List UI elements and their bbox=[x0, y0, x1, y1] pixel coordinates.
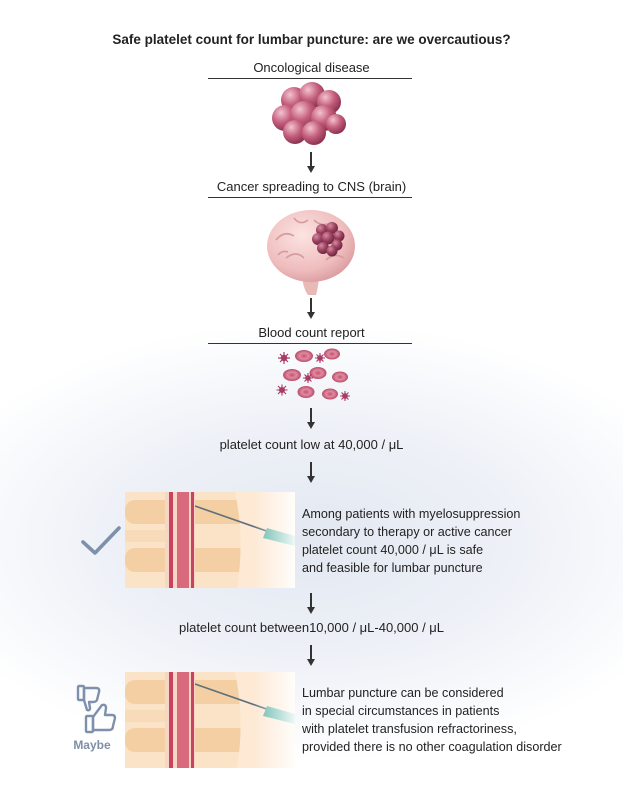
spine-lumbar-puncture-icon-safe bbox=[125, 492, 295, 588]
safe-line-3: platelet count 40,000 / μL is safe bbox=[302, 543, 484, 557]
maybe-label: Maybe bbox=[73, 738, 111, 752]
divider-disease bbox=[208, 78, 412, 79]
divider-report bbox=[208, 343, 412, 344]
step-blood-count-report: Blood count report bbox=[258, 325, 365, 340]
safe-line-1: Among patients with myelosuppression bbox=[302, 507, 521, 521]
blood-cells-icon bbox=[276, 348, 350, 401]
cancer-cells-cluster-icon bbox=[272, 82, 346, 145]
safe-line-2: secondary to therapy or active cancer bbox=[302, 525, 513, 539]
step-cancer-spread: Cancer spreading to CNS (brain) bbox=[216, 179, 407, 194]
divider-spread bbox=[208, 197, 412, 198]
safe-line-4: and feasible for lumbar puncture bbox=[302, 561, 483, 575]
maybe-line-2: in special circumstances in patients bbox=[302, 704, 500, 718]
spine-lumbar-puncture-icon-maybe bbox=[125, 672, 295, 768]
step-oncological-disease: Oncological disease bbox=[253, 60, 370, 75]
safe-description: Among patients with myelosuppression sec… bbox=[302, 505, 520, 577]
platelet-count-low: platelet count low at 40,000 / μL bbox=[219, 437, 404, 452]
checkmark-icon bbox=[81, 526, 121, 555]
thumbs-up-down-icon bbox=[76, 684, 117, 734]
maybe-description: Lumbar puncture can be considered in spe… bbox=[302, 684, 562, 756]
maybe-line-1: Lumbar puncture can be considered bbox=[302, 686, 504, 700]
maybe-line-4: provided there is no other coagulation d… bbox=[302, 740, 562, 754]
page-title: Safe platelet count for lumbar puncture:… bbox=[112, 32, 511, 47]
brain-with-tumor-icon bbox=[267, 210, 355, 295]
platelet-count-between: platelet count between10,000 / μL-40,000… bbox=[178, 620, 445, 635]
maybe-line-3: with platelet transfusion refractoriness… bbox=[302, 722, 517, 736]
